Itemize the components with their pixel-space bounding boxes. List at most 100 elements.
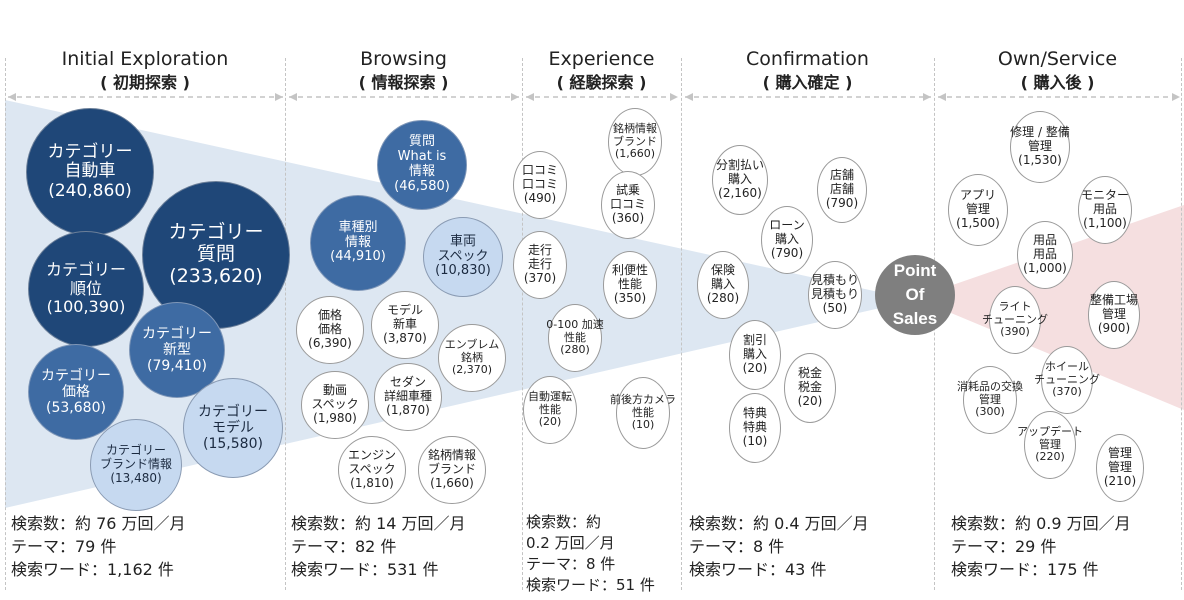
bubble-label: ブランド情報 bbox=[99, 457, 172, 472]
bubble-label: チューニング bbox=[982, 312, 1048, 326]
bubble-search-count: (46,580) bbox=[394, 178, 450, 194]
bubble-search-count: (44,910) bbox=[330, 249, 386, 265]
keyword-bubble: エンジンスペック(1,810) bbox=[338, 436, 406, 504]
bubble-search-count: (1,100) bbox=[1083, 215, 1127, 230]
stage-title-experience: Experience ( 経験探索 ) bbox=[522, 47, 681, 95]
keyword-bubble: 車種別情報(44,910) bbox=[310, 195, 406, 291]
bubble-label: 価格 bbox=[62, 383, 90, 400]
bubble-label: 質問 bbox=[408, 134, 435, 150]
stage-subtitle: ( 初期探索 ) bbox=[100, 73, 190, 92]
bubble-label: 管理 bbox=[1039, 437, 1061, 451]
post-purchase-shape bbox=[915, 205, 1184, 410]
keyword-bubble: 銘柄情報ブランド(1,660) bbox=[418, 436, 486, 504]
bubble-label: 見積もり bbox=[810, 287, 859, 302]
bubble-label: 管理 bbox=[1027, 139, 1052, 154]
stat-line: 検索ワード：175 件 bbox=[951, 560, 1099, 579]
bubble-search-count: (10,830) bbox=[435, 263, 491, 279]
bubble-search-count: (360) bbox=[611, 210, 645, 225]
bubble-label: モニター bbox=[1080, 188, 1129, 203]
bubble-search-count: (10) bbox=[631, 418, 655, 432]
bubble-search-count: (1,660) bbox=[614, 147, 656, 161]
bubble-search-count: (79,410) bbox=[147, 358, 207, 375]
bubble-label: What is bbox=[397, 149, 447, 165]
keyword-bubble: 走行走行(370) bbox=[513, 231, 567, 299]
bubble-search-count: (10) bbox=[742, 433, 768, 448]
stage-subtitle: ( 購入後 ) bbox=[1020, 73, 1095, 92]
bubble-label: モデル bbox=[386, 303, 423, 318]
stage-subtitle: ( 経験探索 ) bbox=[556, 73, 647, 92]
keyword-bubble: 管理管理(210) bbox=[1096, 434, 1144, 502]
bubble-label: スペック bbox=[311, 397, 359, 412]
bubble-label: 見積もり bbox=[810, 273, 859, 288]
keyword-bubble: エンブレム銘柄(2,370) bbox=[438, 324, 506, 392]
bubble-label: 割引 bbox=[742, 333, 767, 348]
bubble-search-count: (50) bbox=[822, 300, 848, 315]
bubble-search-count: (3,870) bbox=[383, 330, 427, 345]
stage-title: Own/Service bbox=[997, 48, 1118, 70]
bubble-label: 車種別 bbox=[338, 219, 378, 235]
stat-line: テーマ：8 件 bbox=[689, 537, 785, 556]
bubble-search-count: (6,390) bbox=[308, 335, 352, 350]
bubble-label: 税金 bbox=[797, 380, 822, 395]
bubble-search-count: (20) bbox=[742, 360, 768, 375]
bubble-label: アップデート bbox=[1017, 425, 1083, 439]
bubble-label: 新型 bbox=[163, 341, 191, 358]
bubble-label: カテゴリー bbox=[142, 325, 212, 342]
bubble-label: 店舗 bbox=[829, 168, 854, 183]
stats-initial: 検索数：約 76 万回／月 テーマ：79 件 検索ワード：1,162 件 bbox=[11, 512, 186, 581]
bubble-label: 性能 bbox=[617, 277, 642, 292]
bubble-label: 0-100 加速 bbox=[546, 318, 604, 332]
keyword-bubble: 利便性性能(350) bbox=[603, 251, 657, 319]
bubble-label: 用品 bbox=[1032, 233, 1057, 248]
bubble-label: 情報 bbox=[344, 234, 371, 250]
keyword-bubble: カテゴリーモデル(15,580) bbox=[183, 378, 283, 478]
bubble-label: 口コミ bbox=[521, 163, 558, 178]
keyword-bubble: アップデート管理(220) bbox=[1017, 411, 1083, 479]
bubble-label: 詳細車種 bbox=[383, 389, 432, 404]
bubble-label: 車両 bbox=[449, 233, 476, 249]
stage-title: Initial Exploration bbox=[61, 48, 229, 70]
bubble-search-count: (1,870) bbox=[386, 402, 430, 417]
bubble-label: 試乗 bbox=[615, 183, 640, 198]
bubble-label: 性能 bbox=[539, 402, 561, 416]
bubble-label: 新車 bbox=[392, 317, 417, 332]
stat-line: 検索数：約 0.9 万回／月 bbox=[951, 514, 1131, 533]
bubble-label: 管理 bbox=[1107, 460, 1132, 475]
bubble-label: 管理 bbox=[965, 202, 990, 217]
bubble-search-count: (100,390) bbox=[46, 297, 126, 317]
keyword-bubble: 店舗店舗(790) bbox=[817, 157, 867, 223]
bubble-label: アプリ bbox=[959, 188, 996, 203]
bubble-search-count: (280) bbox=[706, 290, 740, 305]
stage-subtitle: ( 情報探索 ) bbox=[358, 73, 449, 92]
bubble-label: 管理 bbox=[979, 392, 1001, 406]
stat-line: 0.2 万回／月 bbox=[526, 534, 615, 552]
bubble-search-count: (1,500) bbox=[956, 215, 1000, 230]
bubble-label: 利便性 bbox=[611, 263, 648, 278]
bubble-search-count: (490) bbox=[523, 190, 557, 205]
bubble-search-count: (790) bbox=[825, 195, 859, 210]
bubble-search-count: (2,370) bbox=[451, 363, 493, 377]
stat-line: 検索数：約 76 万回／月 bbox=[11, 514, 186, 533]
bubble-search-count: (20) bbox=[797, 393, 823, 408]
keyword-bubble: 用品用品(1,000) bbox=[1017, 221, 1073, 289]
keyword-bubble: モデル新車(3,870) bbox=[371, 291, 439, 359]
stage-subtitle: ( 購入確定 ) bbox=[762, 73, 853, 92]
stats-browsing: 検索数：約 14 万回／月 テーマ：82 件 検索ワード：531 件 bbox=[291, 512, 466, 581]
bubble-label: 価格 bbox=[317, 322, 342, 337]
bubble-label: 修理 / 整備 bbox=[1010, 125, 1070, 140]
bubble-label: スペック bbox=[348, 462, 396, 477]
bubble-label: 購入 bbox=[742, 347, 767, 362]
stage-title-confirmation: Confirmation ( 購入確定 ) bbox=[681, 47, 934, 95]
bubble-label: スペック bbox=[437, 248, 489, 264]
bubble-label: 用品 bbox=[1092, 202, 1117, 217]
bubble-search-count: (13,480) bbox=[110, 470, 162, 485]
bubble-search-count: (220) bbox=[1035, 450, 1065, 464]
keyword-bubble: 前後方カメラ性能(10) bbox=[610, 377, 676, 449]
bubble-label: ローン bbox=[769, 218, 805, 233]
bubble-search-count: (390) bbox=[1000, 325, 1030, 339]
bubble-label: 価格 bbox=[317, 308, 342, 323]
keyword-bubble: セダン詳細車種(1,870) bbox=[374, 363, 442, 431]
bubble-search-count: (1,980) bbox=[313, 410, 357, 425]
stage-title-browsing: Browsing ( 情報探索 ) bbox=[285, 47, 522, 95]
bubble-label: 整備工場 bbox=[1089, 293, 1138, 308]
